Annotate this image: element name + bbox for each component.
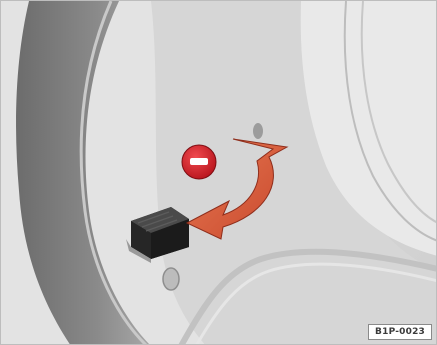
warning-badge-icon [182, 145, 216, 179]
door-stud [163, 268, 179, 290]
figure-code-label: B1P-0023 [368, 324, 432, 340]
upper-catch [253, 123, 263, 139]
